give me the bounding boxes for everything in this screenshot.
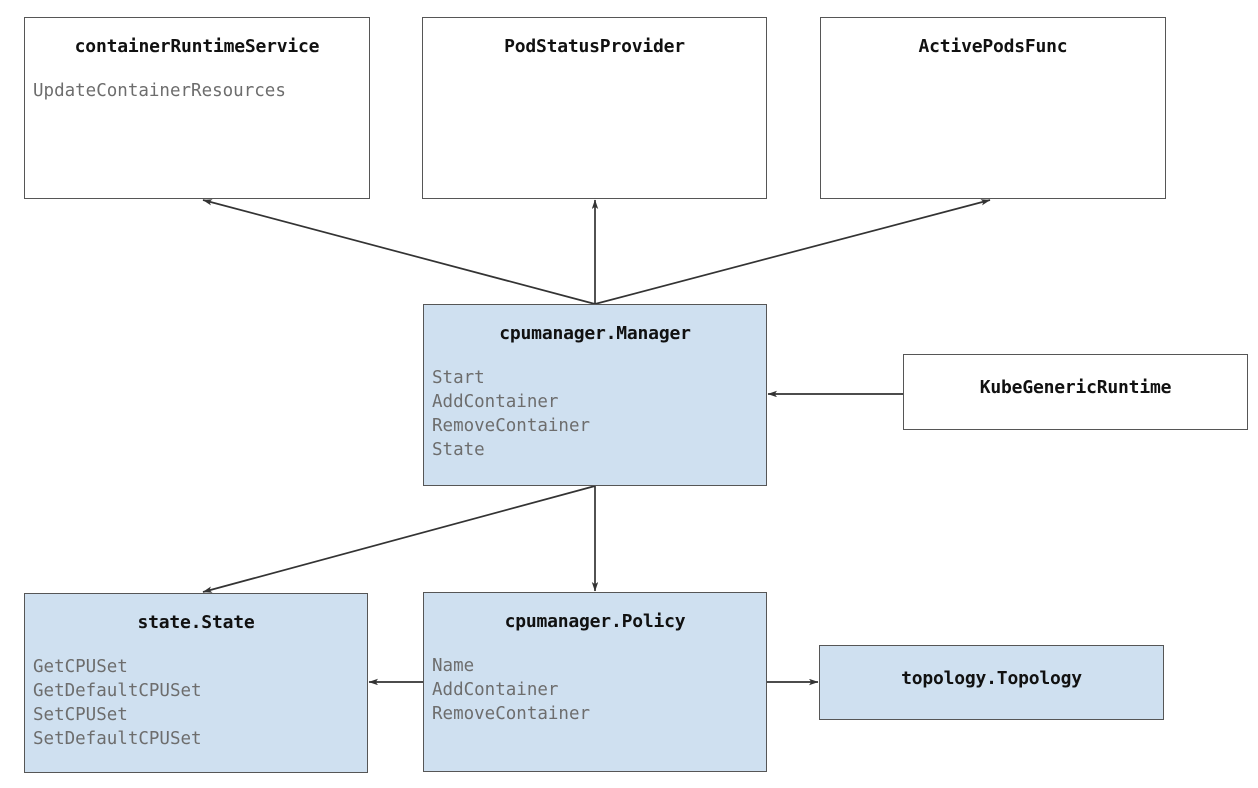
- class-title: containerRuntimeService: [74, 36, 320, 57]
- class-box-pod-status-provider[interactable]: PodStatusProvider: [422, 17, 767, 199]
- class-title: topology.Topology: [901, 668, 1082, 689]
- class-method: UpdateContainerResources: [33, 81, 286, 101]
- class-method: State: [432, 440, 485, 460]
- class-title: KubeGenericRuntime: [979, 377, 1172, 398]
- class-box-cpumanager-policy[interactable]: cpumanager.Policy Name AddContainer Remo…: [423, 592, 767, 772]
- class-box-active-pods-func[interactable]: ActivePodsFunc: [820, 17, 1166, 199]
- class-method: AddContainer: [432, 680, 559, 700]
- class-title: cpumanager.Policy: [504, 611, 686, 632]
- class-method: RemoveContainer: [432, 416, 591, 436]
- class-title: ActivePodsFunc: [918, 36, 1068, 57]
- class-method-list: Name AddContainer RemoveContainer: [432, 654, 766, 726]
- class-method-list: UpdateContainerResources: [33, 79, 369, 103]
- class-box-state-state[interactable]: state.State GetCPUSet GetDefaultCPUSet S…: [24, 593, 368, 773]
- class-title: PodStatusProvider: [504, 36, 685, 57]
- class-method: Start: [432, 368, 485, 388]
- class-title: cpumanager.Manager: [499, 323, 691, 344]
- class-method: AddContainer: [432, 392, 559, 412]
- class-method: GetDefaultCPUSet: [33, 681, 202, 701]
- class-method: GetCPUSet: [33, 657, 128, 677]
- class-method: Name: [432, 656, 475, 676]
- class-title: state.State: [137, 612, 255, 633]
- class-box-kube-generic-runtime[interactable]: KubeGenericRuntime: [903, 354, 1248, 430]
- edge-manager-to-stateState: [202, 485, 596, 593]
- class-method: SetCPUSet: [33, 705, 128, 725]
- class-box-topology-topology[interactable]: topology.Topology: [819, 645, 1164, 720]
- class-method-list: Start AddContainer RemoveContainer State: [432, 366, 766, 462]
- edge-manager-to-containerRuntimeService: [202, 199, 596, 305]
- edge-manager-to-activePodsFunc: [594, 199, 991, 305]
- class-box-cpumanager-manager[interactable]: cpumanager.Manager Start AddContainer Re…: [423, 304, 767, 486]
- class-method: RemoveContainer: [432, 704, 591, 724]
- class-method-list: GetCPUSet GetDefaultCPUSet SetCPUSet Set…: [33, 655, 367, 751]
- class-method: SetDefaultCPUSet: [33, 729, 202, 749]
- class-box-container-runtime-service[interactable]: containerRuntimeService UpdateContainerR…: [24, 17, 370, 199]
